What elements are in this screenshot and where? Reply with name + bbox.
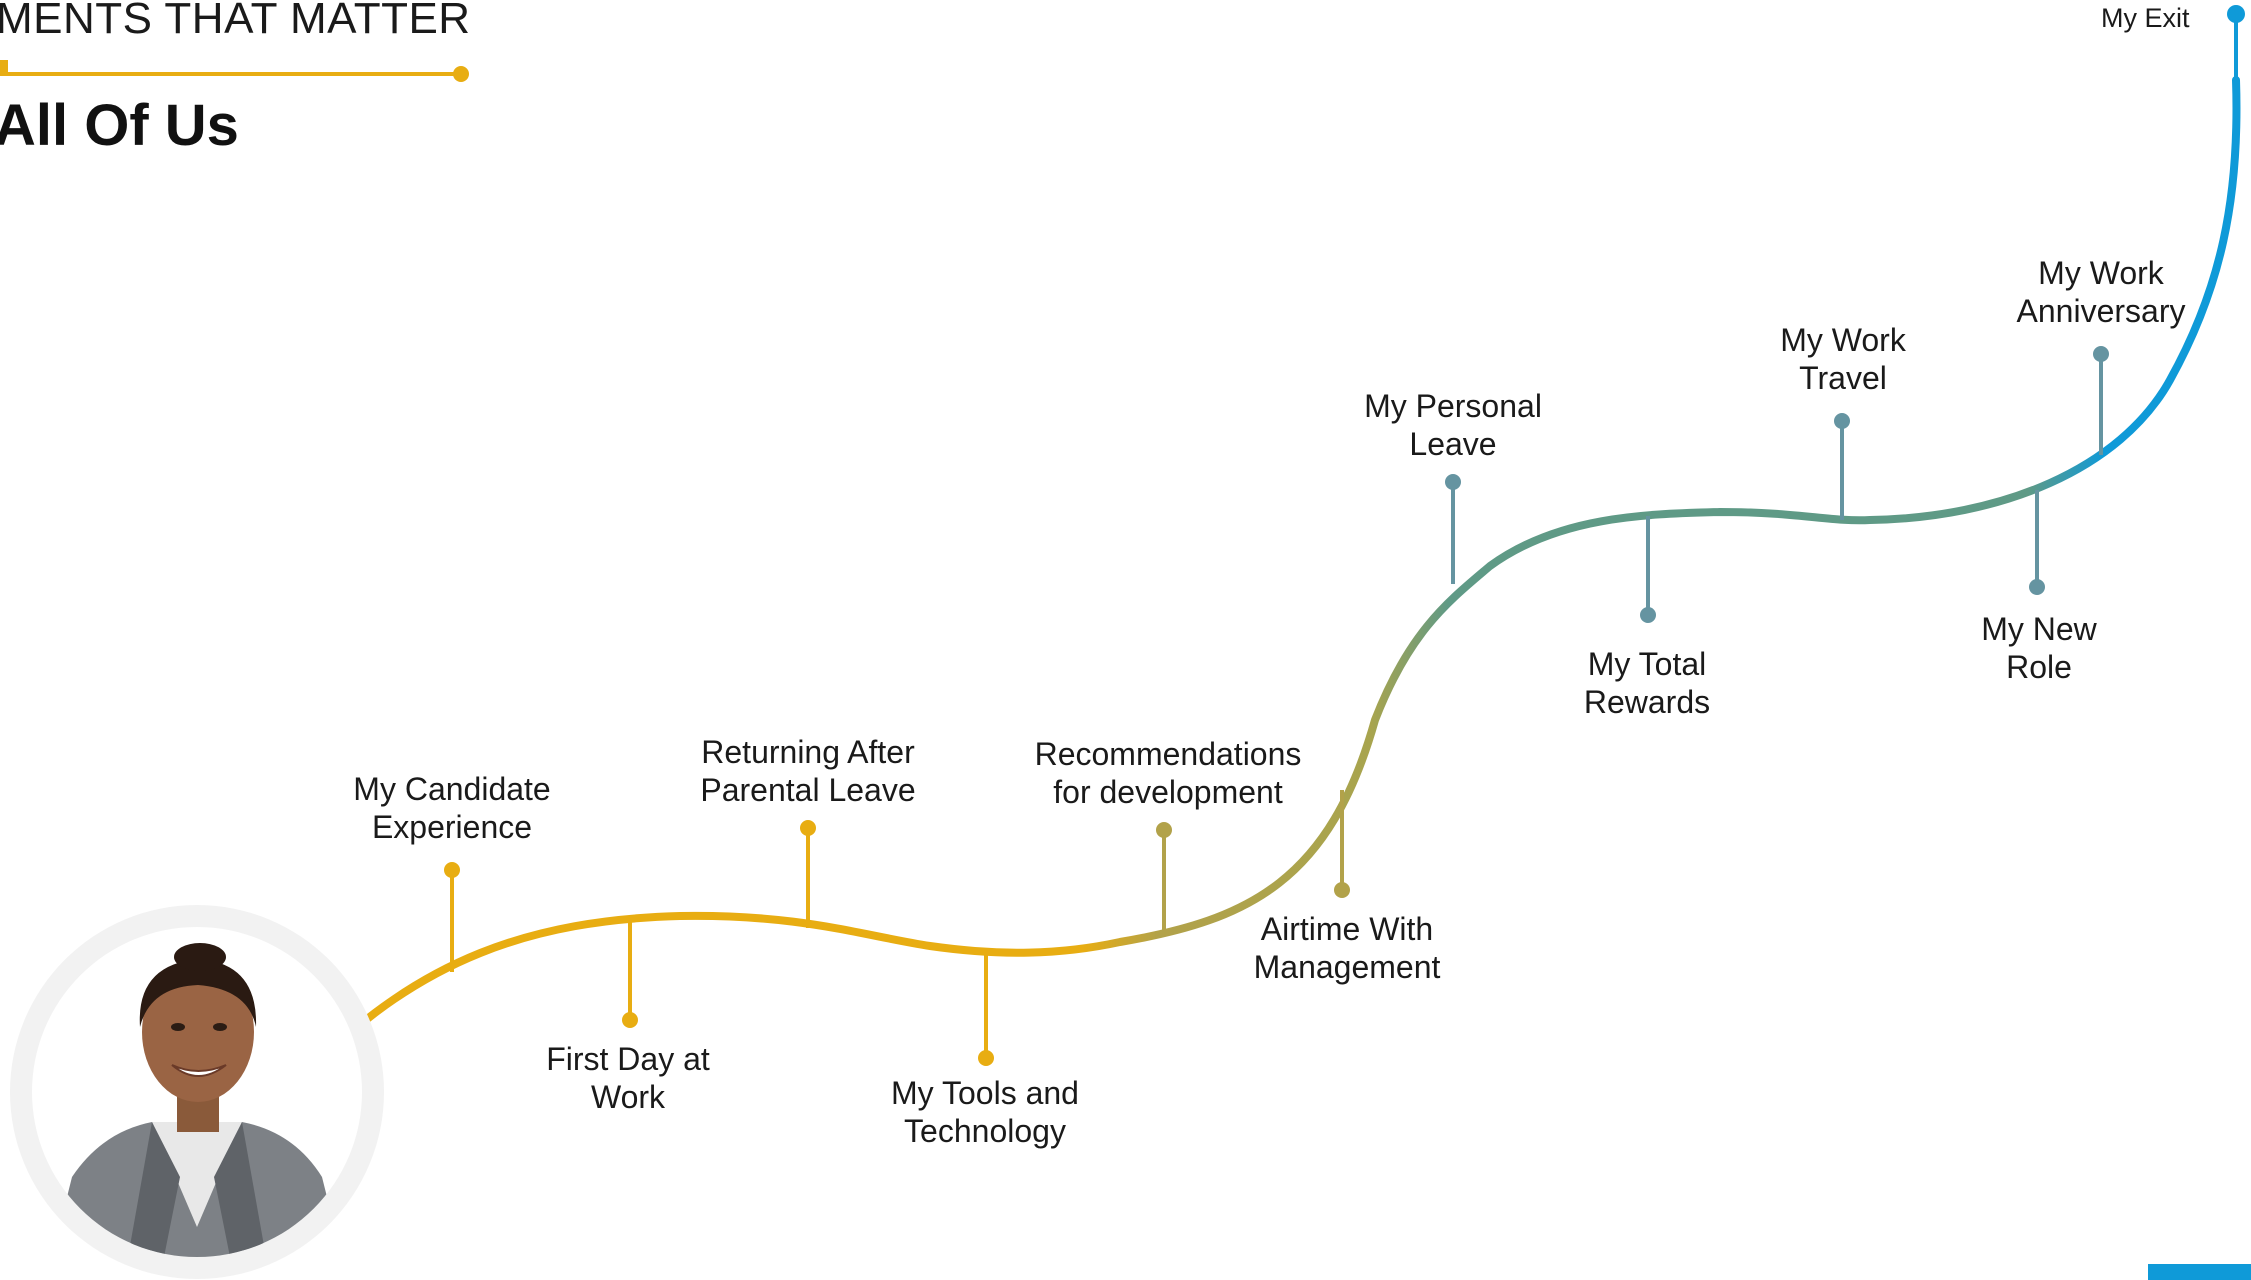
- avatar-photo-frame: [32, 927, 362, 1257]
- exit-dot: [2227, 5, 2245, 23]
- milestone-label: Returning After Parental Leave: [700, 734, 916, 808]
- header-rule-marker: [0, 60, 8, 72]
- milestone-dot: [622, 1012, 638, 1028]
- milestone-label: My Work Anniversary: [2016, 255, 2186, 329]
- milestone-dot: [2093, 346, 2109, 362]
- journey-path: [308, 76, 2241, 1072]
- milestone-label: My Tools and Technology: [891, 1075, 1079, 1149]
- milestone-label: Airtime With Management: [1253, 911, 1441, 985]
- avatar: [10, 905, 384, 1279]
- milestone-dot: [978, 1050, 994, 1066]
- header-rule-end-dot: [453, 66, 469, 82]
- milestone-dot: [800, 820, 816, 836]
- milestone-label: Recommendations for development: [1034, 736, 1302, 810]
- milestone-dot: [1640, 607, 1656, 623]
- milestone-dot: [2029, 579, 2045, 595]
- milestone-dot: [1445, 474, 1461, 490]
- milestone-dot: [1156, 822, 1172, 838]
- exit-label: My Exit: [2101, 3, 2190, 33]
- milestone-dot: [1834, 413, 1850, 429]
- milestone-label: My Personal Leave: [1364, 388, 1542, 462]
- milestone-dot: [1334, 882, 1350, 898]
- page-title: All Of Us: [0, 93, 239, 158]
- milestone-label: My New Role: [1981, 611, 2097, 685]
- header-kicker: MENTS THAT MATTER: [0, 0, 471, 43]
- milestone-label: First Day at Work: [546, 1041, 710, 1115]
- person-avatar-icon: [52, 943, 342, 1257]
- milestone-label: My Total Rewards: [1583, 646, 1711, 720]
- corner-logo-block: [2148, 1264, 2251, 1280]
- milestone-label: My Candidate Experience: [353, 771, 551, 845]
- milestone-label: My Work Travel: [1780, 322, 1906, 396]
- milestone-dot: [444, 862, 460, 878]
